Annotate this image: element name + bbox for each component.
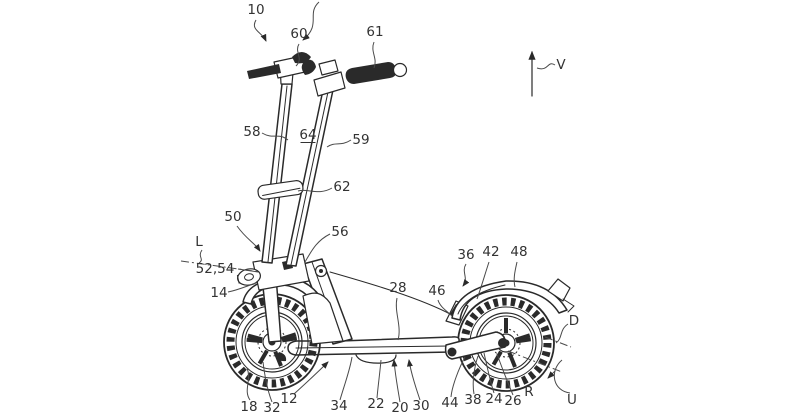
ref-label-36: 36 (457, 247, 474, 263)
leader-lines (198, 1, 571, 403)
leader-56 (304, 233, 331, 263)
left-grip (247, 64, 281, 79)
right-grip (345, 62, 397, 84)
leader-36 (462, 263, 470, 287)
leader-38 (472, 355, 479, 395)
ref-label-42: 42 (482, 244, 499, 260)
leader-10 (253, 19, 267, 42)
ref-label-24: 24 (485, 391, 502, 407)
leader-48 (513, 261, 518, 288)
reference-labels: 10 60 61 58 64 59 62 50L 56 52,54 14 36 42 48 46 28 V D 18… (195, 2, 579, 416)
leader-59 (326, 139, 352, 148)
leader-42 (476, 261, 490, 300)
ref-label-61: 61 (366, 24, 383, 40)
ref-label-48: 48 (510, 244, 527, 260)
clamp-collar (257, 180, 304, 200)
tail-light (547, 278, 571, 302)
axis-r (507, 350, 563, 373)
leader-r-arrow (547, 370, 556, 379)
ref-label-L: L (195, 234, 203, 250)
ref-label-V: V (556, 57, 566, 73)
grip-end-cap (392, 62, 408, 78)
ref-label-18: 18 (240, 399, 257, 415)
leader-28 (395, 297, 400, 341)
leader-30 (406, 359, 421, 401)
leader-46 (437, 299, 453, 317)
ref-label-50: 50 (224, 209, 241, 225)
ref-label-U: U (567, 392, 577, 408)
leader-v (536, 63, 556, 70)
ref-label-59: 59 (352, 132, 369, 148)
ref-label-34: 34 (330, 398, 347, 414)
leader-44 (450, 356, 466, 398)
axis-d (544, 336, 572, 348)
ref-label-22: 22 (367, 396, 384, 412)
swing-arm (444, 331, 508, 360)
ref-label-64: 64 (299, 127, 316, 143)
ref-label-20: 20 (391, 400, 408, 416)
ref-label-60: 60 (290, 26, 307, 42)
brake-cable (329, 271, 453, 316)
leader-26 (496, 353, 514, 396)
ref-label-58: 58 (243, 124, 260, 140)
steering-column (257, 83, 334, 267)
leader-22 (376, 359, 382, 399)
leader-18 (246, 367, 251, 401)
ref-label-52-54: 52,54 (196, 261, 235, 277)
leader-u (553, 359, 571, 394)
leader-61 (372, 41, 376, 69)
ref-label-D: D (569, 313, 579, 329)
steering-tube-left (261, 83, 293, 264)
scooter-drawing (224, 50, 575, 391)
ref-label-62: 62 (333, 179, 350, 195)
leader-58 (261, 132, 289, 141)
front-body-panel (302, 292, 344, 345)
rear-fender (451, 278, 575, 321)
leader-l (198, 249, 203, 264)
ref-label-56: 56 (331, 224, 348, 240)
leader-12 (293, 361, 329, 395)
right-brake-lever (301, 59, 316, 75)
leader-60 (295, 43, 300, 67)
leader-50 (236, 225, 261, 252)
leader-14 (227, 282, 257, 293)
ref-label-46: 46 (428, 283, 445, 299)
leader-34 (339, 356, 353, 401)
ref-label-30: 30 (412, 398, 429, 414)
front-brake-caliper (276, 352, 287, 362)
ref-label-38: 38 (464, 392, 481, 408)
leader-top-partial (302, 1, 320, 41)
ref-label-12: 12 (280, 391, 297, 407)
ref-label-14: 14 (210, 285, 227, 301)
leader-20 (391, 359, 401, 403)
ref-label-28: 28 (389, 280, 406, 296)
ref-label-R: R (524, 384, 533, 400)
leader-d (555, 323, 569, 344)
leader-24 (483, 352, 495, 394)
ref-label-32: 32 (263, 400, 280, 416)
ref-label-26: 26 (504, 393, 521, 409)
handlebar (247, 52, 408, 97)
ref-label-10: 10 (247, 2, 264, 18)
ref-label-44: 44 (441, 395, 458, 411)
deck-underside (355, 354, 397, 364)
leader-62 (297, 187, 333, 193)
leader-52-54 (237, 268, 259, 273)
leader-32 (262, 361, 273, 403)
